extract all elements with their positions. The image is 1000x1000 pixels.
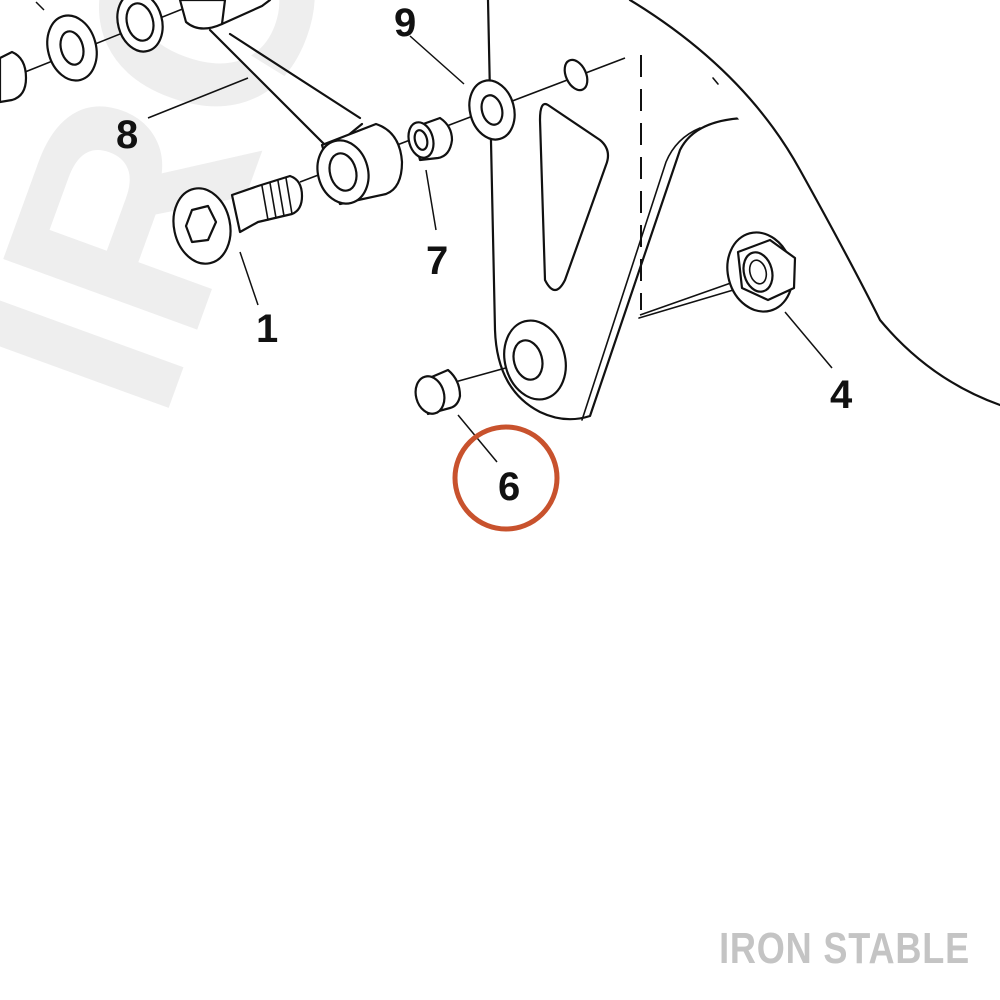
callout-8: 8 <box>116 77 249 157</box>
spacer-sleeve <box>316 122 404 206</box>
callout-9: 9 <box>394 1 465 85</box>
callout-6: 6 <box>452 414 560 532</box>
fender-tick <box>712 77 719 85</box>
callout-4: 4 <box>784 311 853 417</box>
split-bushing-7 <box>407 116 454 162</box>
callout-8-label: 8 <box>116 113 138 157</box>
callout-top-left-leader <box>35 1 45 11</box>
callout-7: 7 <box>425 169 448 283</box>
upper-hardware-stack <box>0 0 227 104</box>
callout-4-label: 4 <box>830 373 853 417</box>
callout-7-label: 7 <box>426 239 448 283</box>
callout-1-label: 1 <box>256 307 278 351</box>
highlight-circle <box>452 424 560 532</box>
bracket-boss <box>503 319 567 401</box>
flanged-washer-9 <box>468 79 516 141</box>
flange-nut-4 <box>726 231 797 313</box>
callout-9-label: 9 <box>394 1 416 45</box>
fender-outline <box>628 0 1000 407</box>
brand-watermark: IRON STABLE <box>719 924 970 973</box>
callout-6-label: 6 <box>498 465 520 509</box>
callout-1: 1 <box>239 251 278 351</box>
shoulder-bolt <box>172 174 304 265</box>
bushing-6 <box>414 368 462 416</box>
small-ring <box>563 58 589 92</box>
mounting-bracket <box>486 0 747 421</box>
